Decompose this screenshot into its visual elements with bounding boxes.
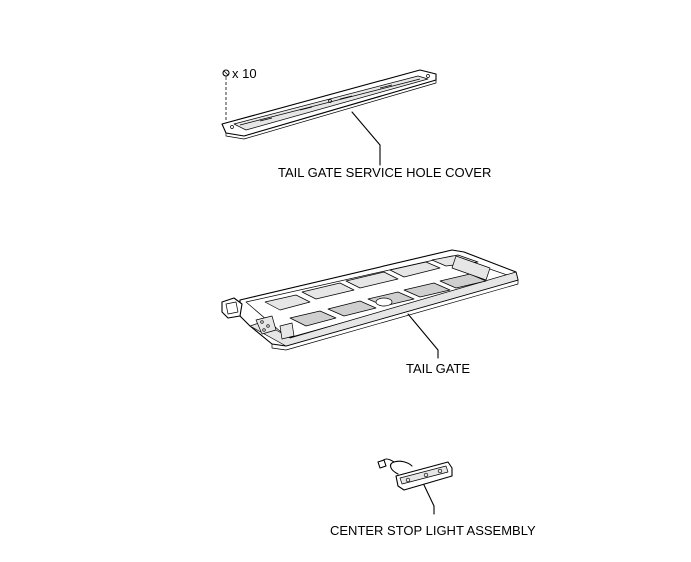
center-stop-light-label: CENTER STOP LIGHT ASSEMBLY — [330, 523, 536, 538]
tail-gate-leader-line — [407, 313, 439, 359]
stop-light-leader-line — [423, 484, 435, 515]
cover-leader-line — [351, 111, 381, 166]
tail-gate-part — [221, 249, 519, 351]
center-stop-light-part — [377, 458, 453, 491]
service-hole-cover-label: TAIL GATE SERVICE HOLE COVER — [278, 165, 491, 180]
tail-gate-label: TAIL GATE — [406, 361, 470, 376]
screw-icon — [222, 69, 230, 80]
screw-count-label: x 10 — [232, 66, 257, 81]
service-hole-cover-part — [221, 69, 437, 140]
